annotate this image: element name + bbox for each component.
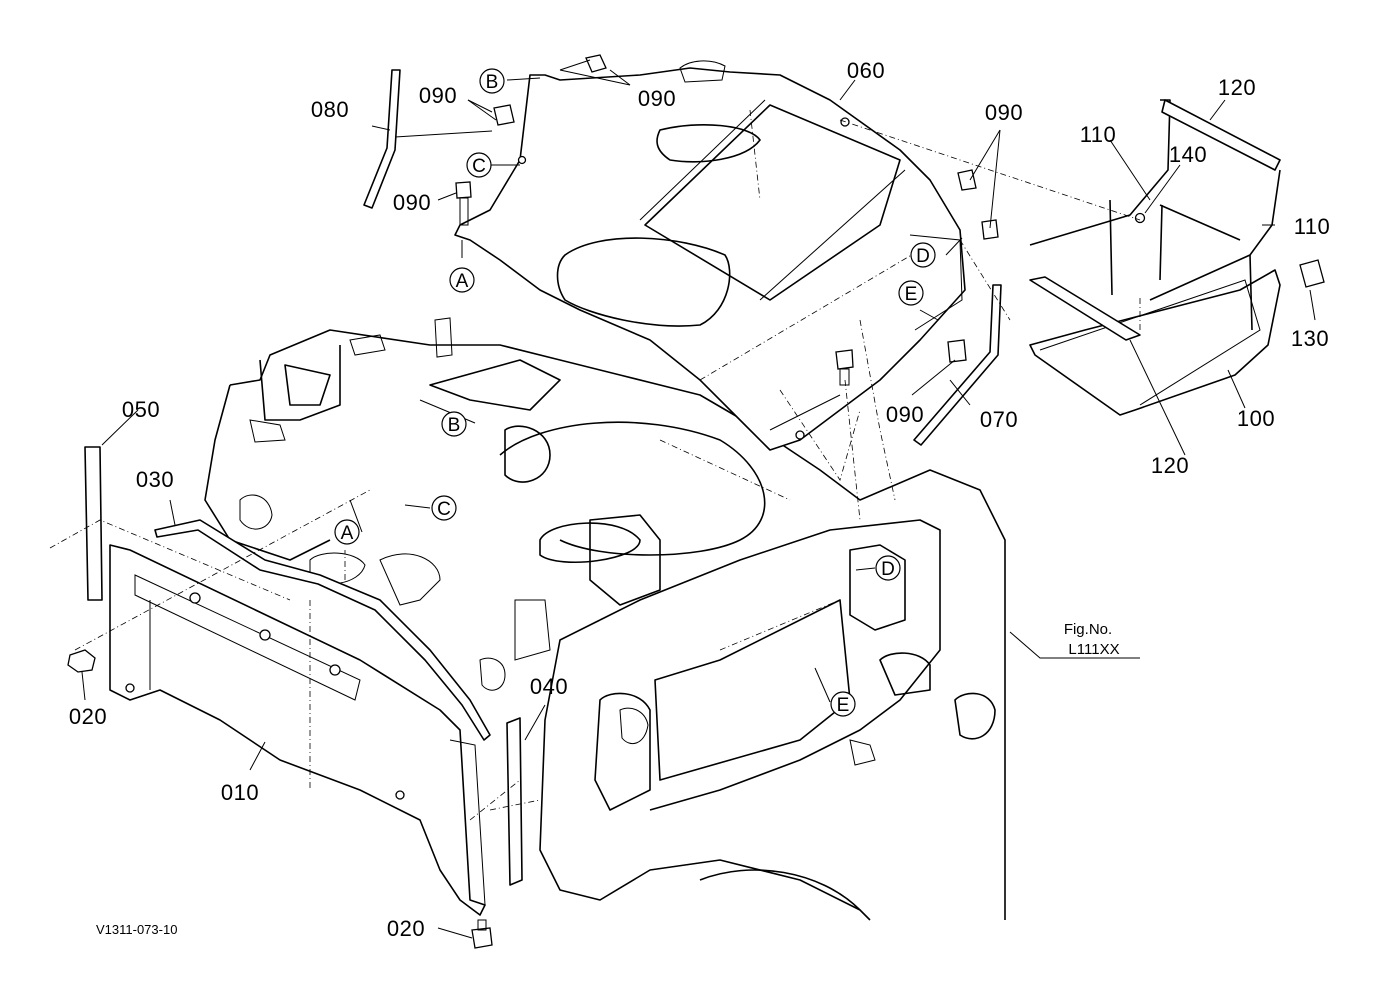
callout-070: 070 xyxy=(980,407,1018,432)
svg-text:D: D xyxy=(881,559,895,580)
marker-B2: B xyxy=(441,411,467,437)
marker-B1: B xyxy=(479,68,505,94)
svg-text:D: D xyxy=(916,246,930,267)
callout-050: 050 xyxy=(122,397,160,422)
callout-120-b: 120 xyxy=(1151,453,1189,478)
callout-020-b: 020 xyxy=(387,916,425,941)
callout-110-a: 110 xyxy=(1080,122,1117,147)
drawing-code: V1311-073-10 xyxy=(96,922,177,937)
part-040-strip xyxy=(506,717,523,886)
marker-C2: C xyxy=(431,495,457,521)
svg-text:A: A xyxy=(341,523,354,544)
callout-090-a: 090 xyxy=(419,83,457,108)
part-090-bolts xyxy=(455,54,999,386)
marker-D2: D xyxy=(875,555,901,581)
part-030-rubber-strip xyxy=(154,519,491,741)
fig-ref-label: Fig.No. xyxy=(1064,621,1112,638)
part-050-strip xyxy=(84,446,103,601)
part-120-seat-pads xyxy=(1029,99,1281,341)
callout-130: 130 xyxy=(1291,326,1329,351)
callout-140: 140 xyxy=(1169,142,1207,167)
part-080-strip xyxy=(363,69,401,209)
part-130-140-fasteners xyxy=(1134,212,1325,288)
part-070-strip xyxy=(913,284,1002,446)
part-020-bolts xyxy=(67,649,493,949)
fig-ref-number: L111XX xyxy=(1068,641,1119,658)
callout-010: 010 xyxy=(221,780,259,805)
svg-text:C: C xyxy=(437,499,451,520)
callout-090-e: 090 xyxy=(886,402,924,427)
marker-A1: A xyxy=(449,267,475,293)
callout-090-d: 090 xyxy=(985,100,1023,125)
marker-E1: E xyxy=(898,280,924,306)
callout-030: 030 xyxy=(136,467,174,492)
leader-lines xyxy=(49,59,1316,939)
callout-040: 040 xyxy=(530,674,568,699)
callout-080: 080 xyxy=(311,97,349,122)
part-100-seat-pan xyxy=(1029,269,1281,416)
svg-text:B: B xyxy=(448,415,461,436)
callout-120-a: 120 xyxy=(1218,75,1256,100)
callout-100: 100 xyxy=(1237,406,1275,431)
svg-text:A: A xyxy=(456,271,469,292)
callout-090-c: 090 xyxy=(638,86,676,111)
callout-060: 060 xyxy=(847,58,885,83)
svg-text:C: C xyxy=(472,156,486,177)
callout-020-a: 020 xyxy=(69,704,107,729)
svg-text:E: E xyxy=(837,695,850,716)
part-010-side-cover xyxy=(109,544,486,916)
svg-text:E: E xyxy=(905,284,918,305)
main-frame xyxy=(204,317,1006,921)
marker-C1: C xyxy=(466,152,492,178)
svg-text:B: B xyxy=(486,72,499,93)
callout-110-b: 110 xyxy=(1294,214,1331,239)
callout-090-b: 090 xyxy=(393,190,431,215)
marker-D1: D xyxy=(910,242,936,268)
marker-E2: E xyxy=(830,691,856,717)
marker-A2: A xyxy=(334,519,360,545)
